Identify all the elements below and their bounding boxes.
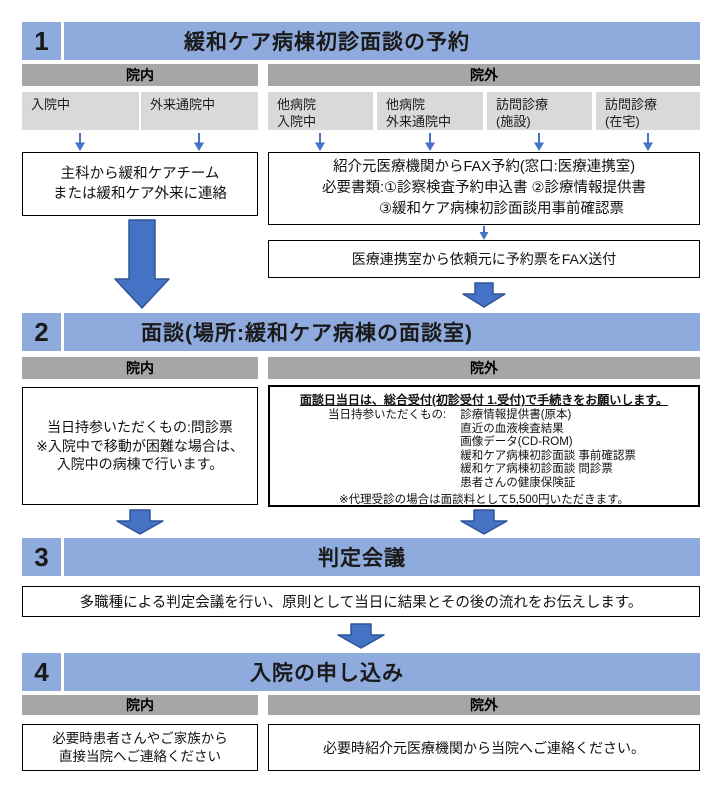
step1-innai-box: 主科から緩和ケアチーム または緩和ケア外来に連絡 (22, 152, 258, 216)
thin-down-arrow-icon (479, 226, 489, 240)
step4-number: 4 (34, 656, 49, 687)
step2-reception-note: 面談日当日は、総合受付(初診受付 1.受付)で手続きをお願いします。 (299, 393, 669, 407)
block-down-arrow-icon (114, 219, 170, 309)
step2-ingai-box: 面談日当日は、総合受付(初診受付 1.受付)で手続きをお願いします。 当日持参い… (268, 385, 700, 507)
step2-innai-box: 当日持参いただくもの:問診票 ※入院中で移動が困難な場合は、 入院中の病棟で行い… (22, 387, 258, 505)
thin-down-arrow-icon (425, 133, 435, 151)
block-down-arrow-icon (116, 509, 164, 535)
step2-band: 面談(場所:緩和ケア病棟の面談室) (64, 313, 700, 351)
step2-ingai-header: 院外 (268, 357, 700, 379)
thin-down-arrow-icon (194, 133, 204, 151)
block-down-arrow-icon (337, 623, 385, 649)
step2-fee-note: ※代理受診の場合は面談料として5,500円いただきます。 (339, 494, 629, 506)
step2-bring-items: 診療情報提供書(原本) 直近の血液検査結果 画像データ(CD-ROM) 緩和ケア… (460, 409, 636, 489)
cell-outpatient: 外来通院中 (141, 92, 258, 130)
step1-number: 1 (34, 25, 49, 56)
step1-ingai-box: 紹介元医療機関からFAX予約(窓口:医療連携室) 必要書類:①診察検査予約申込書… (268, 152, 700, 225)
step4-innai-box: 必要時患者さんやご家族から 直接当院へご連絡ください (22, 724, 258, 771)
step2-title: 面談(場所:緩和ケア病棟の面談室) (141, 322, 473, 345)
step2-number: 2 (34, 316, 49, 347)
step3-number-cell: 3 (22, 538, 64, 576)
cell-other-hospital-inpatient: 他病院 入院中 (268, 92, 373, 130)
step4-ingai-header: 院外 (268, 695, 700, 715)
step3-band: 判定会議 (64, 538, 700, 576)
step1-band: 緩和ケア病棟初診面談の予約 (64, 22, 700, 60)
cell-visiting-care-facility: 訪問診療 (施設) (487, 92, 592, 130)
step1-title: 緩和ケア病棟初診面談の予約 (184, 31, 470, 54)
step1-number-cell: 1 (22, 22, 64, 60)
fax-reservation-box: 医療連携室から依頼元に予約票をFAX送付 (268, 240, 700, 278)
thin-down-arrow-icon (643, 133, 653, 151)
block-down-arrow-icon (460, 509, 508, 535)
thin-down-arrow-icon (534, 133, 544, 151)
step1-ingai-header: 院外 (268, 64, 700, 86)
thin-down-arrow-icon (315, 133, 325, 151)
step3-number: 3 (34, 541, 49, 572)
step4-number-cell: 4 (22, 653, 64, 691)
step3-box: 多職種による判定会議を行い、原則として当日に結果とその後の流れをお伝えします。 (22, 586, 700, 617)
step4-title: 入院の申し込み (250, 662, 404, 685)
step2-number-cell: 2 (22, 313, 64, 351)
step4-ingai-box: 必要時紹介元医療機関から当院へご連絡ください。 (268, 724, 700, 771)
step4-band: 入院の申し込み (64, 653, 700, 691)
cell-outpatient-label: 外来通院中 (150, 97, 216, 112)
cell-other-hospital-outpatient: 他病院 外来通院中 (377, 92, 483, 130)
cell-inpatient-label: 入院中 (31, 97, 71, 112)
step1-innai-header: 院内 (22, 64, 258, 86)
step4-innai-header: 院内 (22, 695, 258, 715)
step2-bring-label: 当日持参いただくもの: (328, 409, 447, 421)
cell-inpatient: 入院中 (22, 92, 139, 130)
block-down-arrow-icon (462, 282, 506, 308)
step3-title: 判定会議 (318, 547, 406, 570)
step2-innai-header: 院内 (22, 357, 258, 379)
thin-down-arrow-icon (75, 133, 85, 151)
cell-visiting-care-home: 訪問診療 (在宅) (596, 92, 700, 130)
